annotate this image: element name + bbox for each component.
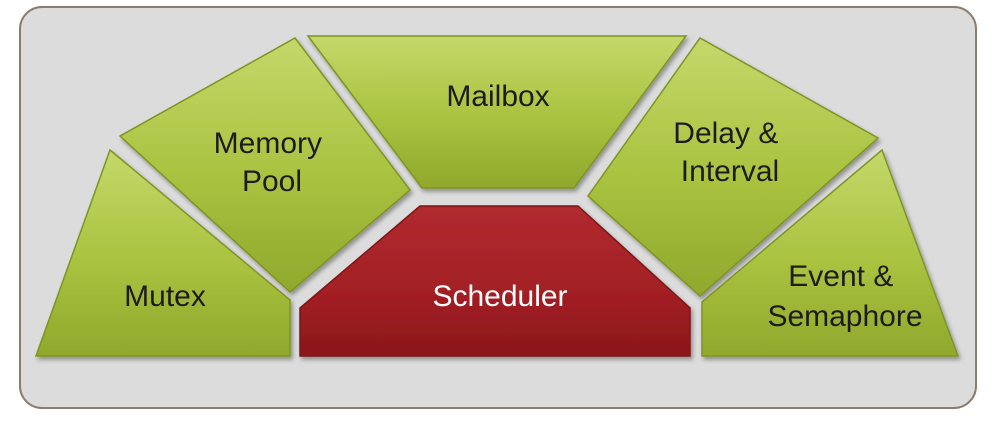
segment-mutex: Mutex	[34, 148, 291, 357]
segment-event-semaphore: Event & Semaphore	[701, 148, 960, 357]
segment-event-semaphore-label: Event & Semaphore	[767, 260, 922, 333]
segment-mailbox-label: Mailbox	[446, 80, 549, 113]
segment-delay-interval: Delay & Interval	[587, 37, 880, 298]
segment-delay-interval-label: Delay & Interval	[673, 117, 786, 188]
segment-scheduler-label: Scheduler	[432, 280, 567, 313]
segment-memory-pool: Memory Pool	[118, 37, 412, 294]
segment-memory-pool-label: Memory Pool	[214, 127, 331, 198]
segment-mutex-label: Mutex	[124, 280, 206, 313]
segment-mailbox: Mailbox	[306, 35, 688, 189]
segment-scheduler: Scheduler	[299, 205, 691, 357]
